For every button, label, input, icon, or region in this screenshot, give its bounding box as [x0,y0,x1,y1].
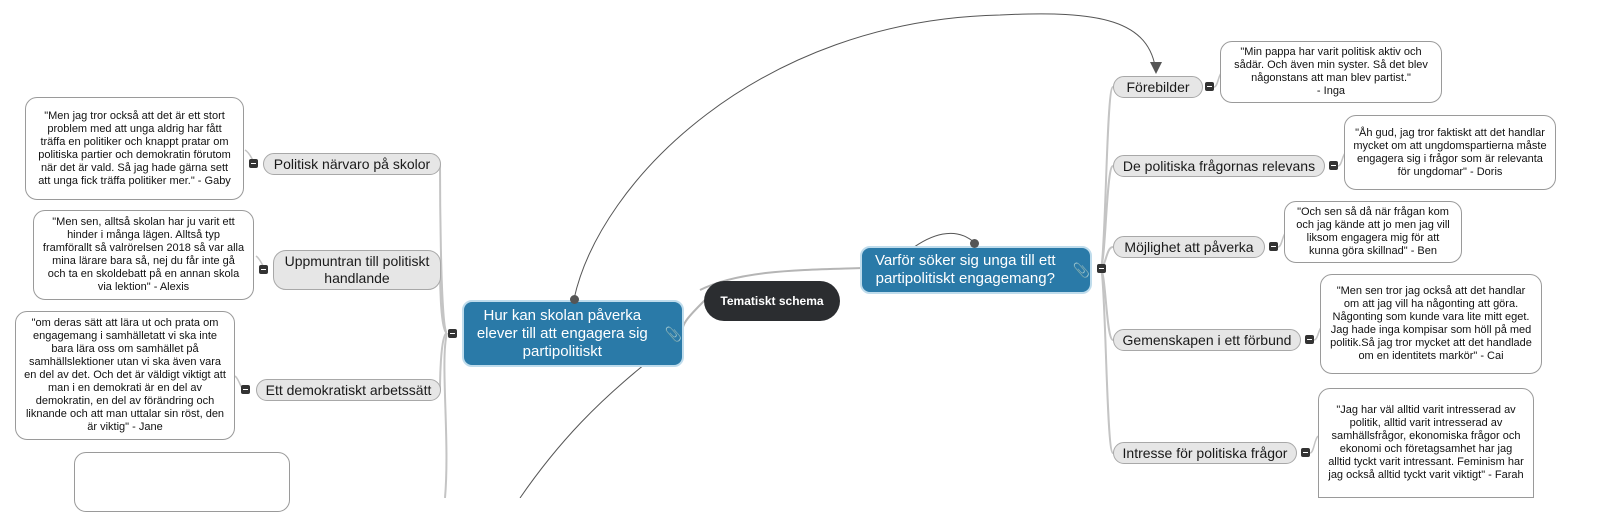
note-text: "Men sen tror jag också att det handlar … [1330,285,1532,362]
collapse-toggle[interactable] [249,159,258,168]
relationship-handle[interactable] [570,295,579,304]
collapse-toggle[interactable] [1097,264,1106,273]
main-topic-right[interactable]: Varför söker sig unga till ett partipoli… [860,246,1092,294]
note-quote[interactable]: "Min pappa har varit politisk aktiv och … [1220,41,1442,103]
main-topic-label: Varför söker sig unga till ett partipoli… [874,252,1056,287]
relationship-handle[interactable] [970,239,979,248]
collapse-toggle[interactable] [1301,448,1310,457]
topic-gemenskapen[interactable]: Gemenskapen i ett förbund [1113,329,1301,351]
note-quote[interactable]: "Men sen tror jag också att det handlar … [1320,274,1542,374]
central-topic[interactable]: Tematiskt schema [704,281,840,321]
note-quote[interactable]: "Åh gud, jag tror faktiskt att det handl… [1344,115,1556,190]
note-quote[interactable]: "Men jag tror också att det är ett stort… [25,97,244,200]
main-topic-left[interactable]: Hur kan skolan påverka elever till att e… [462,300,684,367]
arrow-head-icon [1150,62,1162,74]
branch-line [1099,86,1114,269]
branch-line [681,299,706,334]
branch-line [1309,435,1319,454]
topic-label: Förebilder [1126,78,1190,95]
topic-label: Möjlighet att påverka [1124,238,1254,255]
paperclip-icon[interactable]: 📎 [1072,262,1090,278]
topic-forebilder[interactable]: Förebilder [1113,76,1203,98]
central-topic-label: Tematiskt schema [720,294,824,308]
topic-ett-demokratiskt-arbetssatt[interactable]: Ett demokratiskt arbetssätt [256,379,441,401]
collapse-toggle[interactable] [259,265,268,274]
relationship-arc [573,13,1157,300]
topic-mojlighet-att-paverka[interactable]: Möjlighet att påverka [1113,236,1265,258]
note-text: "om deras sätt att lära ut och prata om … [24,317,226,433]
collapse-toggle[interactable] [1329,161,1338,170]
topic-politisk-narvaro-pa-skolor[interactable]: Politisk närvaro på skolor [263,153,441,175]
collapse-toggle[interactable] [1269,242,1278,251]
collapse-toggle[interactable] [1305,335,1314,344]
topic-label: De politiska frågornas relevans [1122,157,1316,174]
note-quote[interactable]: "om deras sätt att lära ut och prata om … [15,311,235,440]
paperclip-icon[interactable]: 📎 [664,325,682,342]
note-text: "Min pappa har varit politisk aktiv och … [1234,46,1428,97]
mind-map-canvas: Tematiskt schema Varför söker sig unga t… [15,13,1556,512]
main-topic-label: Hur kan skolan påverka elever till att e… [476,306,648,360]
topic-uppmuntran-till-politiskt-handlande[interactable]: Uppmuntran till politiskt handlande [273,250,441,290]
branch-line [1099,267,1114,454]
note-text: "Men jag tror också att det är ett stort… [38,109,231,187]
note-text: "Åh gud, jag tror faktiskt att det handl… [1353,126,1547,178]
topic-label: Uppmuntran till politiskt handlande [284,253,430,286]
branch-line [443,332,448,498]
relationship-arc [519,359,651,498]
collapse-toggle[interactable] [1205,82,1214,91]
topic-politiska-fragornas-relevans[interactable]: De politiska frågornas relevans [1113,155,1325,177]
note-partial[interactable] [74,452,290,512]
topic-label: Politisk närvaro på skolor [273,155,431,172]
topic-label: Gemenskapen i ett förbund [1122,331,1292,348]
note-quote[interactable]: "Och sen så då när frågan kom och jag kä… [1284,201,1462,263]
note-text: "Jag har väl alltid varit intresserad av… [1328,404,1524,481]
note-text: "Och sen så då när frågan kom och jag kä… [1296,206,1450,257]
branch-line [439,163,448,334]
collapse-toggle[interactable] [448,329,457,338]
collapse-toggle[interactable] [241,385,250,394]
note-text: "Men sen, alltså skolan har ju varit ett… [42,216,245,293]
note-quote[interactable]: "Jag har väl alltid varit intresserad av… [1318,388,1534,498]
topic-intresse-for-politiska-fragor[interactable]: Intresse för politiska frågor [1113,442,1297,464]
topic-label: Ett demokratiskt arbetssätt [265,381,432,398]
topic-label: Intresse för politiska frågor [1122,444,1288,461]
note-quote[interactable]: "Men sen, alltså skolan har ju varit ett… [33,210,254,300]
